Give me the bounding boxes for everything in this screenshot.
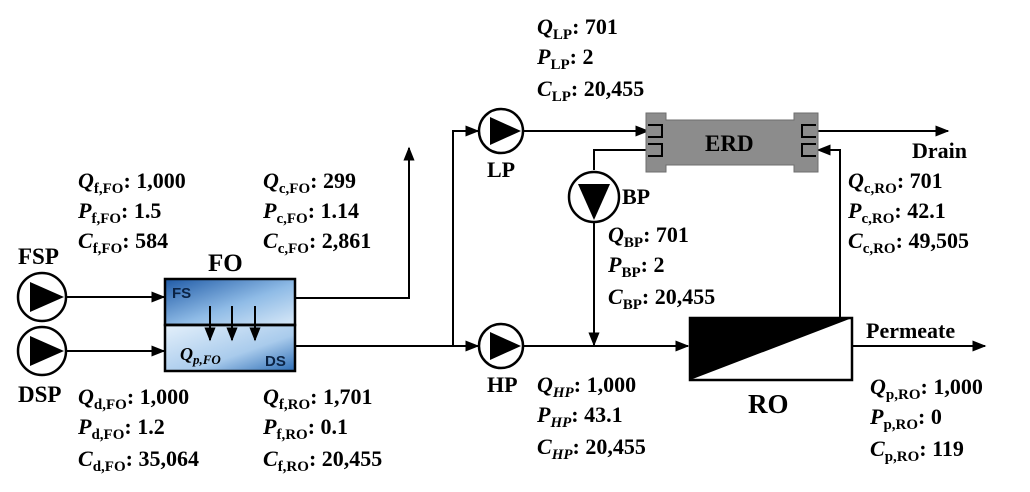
stream-block-c-ro: Qc,RO: 701 Pc,RO: 42.1 Cc,RO: 49,505 (847, 168, 969, 257)
stream-block-f-fo: Qf,FO: 1,000 Pf,FO: 1.5 Cf,FO: 584 (77, 168, 186, 257)
fo-module (163, 277, 297, 373)
stream-p-lp: PLP: 2 (536, 44, 593, 73)
stream-q-f-fo: Qf,FO: 1,000 (78, 168, 186, 197)
label-bp: BP (622, 184, 650, 209)
stream-p-bp: PBP: 2 (607, 252, 664, 281)
label-ds: DS (265, 353, 286, 370)
stream-block-p-ro: Qp,RO: 1,000 Pp,RO: 0 Cp,RO: 119 (869, 374, 983, 465)
label-drain: Drain (912, 138, 967, 163)
stream-block-c-fo: Qc,FO: 299 Pc,FO: 1.14 Cc,FO: 2,861 (262, 168, 371, 257)
line-branch-to-lp (452, 125, 480, 346)
stream-c-lp: CLP: 20,455 (537, 76, 644, 105)
stream-q-c-ro: Qc,RO: 701 (848, 168, 943, 197)
label-lp: LP (487, 157, 515, 182)
pump-fsp (16, 271, 68, 323)
label-fsp: FSP (18, 244, 59, 269)
label-ro: RO (748, 389, 789, 419)
stream-q-hp: QHP: 1,000 (537, 372, 636, 401)
stream-block-hp: QHP: 1,000 PHP: 43.1 CHP: 20,455 (536, 372, 646, 463)
line-fo-concentrate-out (294, 146, 415, 299)
stream-p-c-ro: Pc,RO: 42.1 (847, 198, 946, 227)
stream-q-f-ro: Qf,RO: 1,701 (263, 384, 372, 413)
stream-p-p-ro: Pp,RO: 0 (869, 404, 942, 433)
pump-lp (477, 107, 525, 155)
stream-block-bp: QBP: 701 PBP: 2 CBP: 20,455 (607, 222, 715, 313)
stream-p-d-fo: Pd,FO: 1.2 (77, 414, 165, 443)
stream-c-p-ro: Cp,RO: 119 (870, 436, 964, 465)
stream-c-d-fo: Cd,FO: 35,064 (78, 446, 199, 475)
stream-c-c-ro: Cc,RO: 49,505 (848, 228, 969, 257)
stream-block-d-fo: Qd,FO: 1,000 Pd,FO: 1.2 Cd,FO: 35,064 (77, 384, 199, 475)
ro-module (688, 316, 854, 382)
flow-lines (66, 125, 987, 357)
pump-bp (567, 170, 621, 224)
stream-p-hp: PHP: 43.1 (536, 402, 623, 431)
stream-q-c-fo: Qc,FO: 299 (263, 168, 356, 197)
line-ro-concentrate-to-erd (816, 144, 841, 318)
stream-q-p-ro: Qp,RO: 1,000 (870, 374, 983, 403)
stream-q-d-fo: Qd,FO: 1,000 (78, 384, 189, 413)
label-hp: HP (487, 372, 518, 397)
pump-hp (477, 322, 525, 370)
stream-p-f-ro: Pf,RO: 0.1 (262, 414, 348, 443)
stream-c-bp: CBP: 20,455 (608, 284, 715, 313)
stream-p-c-fo: Pc,FO: 1.14 (262, 198, 359, 227)
label-fo: FO (208, 250, 243, 277)
label-fs: FS (172, 285, 191, 302)
stream-q-lp: QLP: 701 (537, 14, 618, 43)
label-dsp: DSP (18, 382, 61, 407)
pump-dsp (16, 325, 68, 377)
line-erd-to-bp (593, 149, 648, 170)
stream-c-hp: CHP: 20,455 (537, 434, 646, 463)
label-permeate: Permeate (866, 318, 955, 343)
stream-c-c-fo: Cc,FO: 2,861 (263, 228, 371, 257)
stream-q-bp: QBP: 701 (608, 222, 689, 251)
label-membrane-flux: Qp,FO (180, 344, 221, 367)
stream-block-f-ro: Qf,RO: 1,701 Pf,RO: 0.1 Cf,RO: 20,455 (262, 384, 382, 475)
stream-p-f-fo: Pf,FO: 1.5 (77, 198, 161, 227)
stream-c-f-ro: Cf,RO: 20,455 (263, 446, 382, 475)
stream-c-f-fo: Cf,FO: 584 (78, 228, 168, 257)
erd-device (645, 112, 819, 173)
stream-block-lp: QLP: 701 PLP: 2 CLP: 20,455 (536, 14, 644, 105)
fo-flux-arrows (204, 306, 261, 342)
label-erd: ERD (705, 131, 754, 156)
